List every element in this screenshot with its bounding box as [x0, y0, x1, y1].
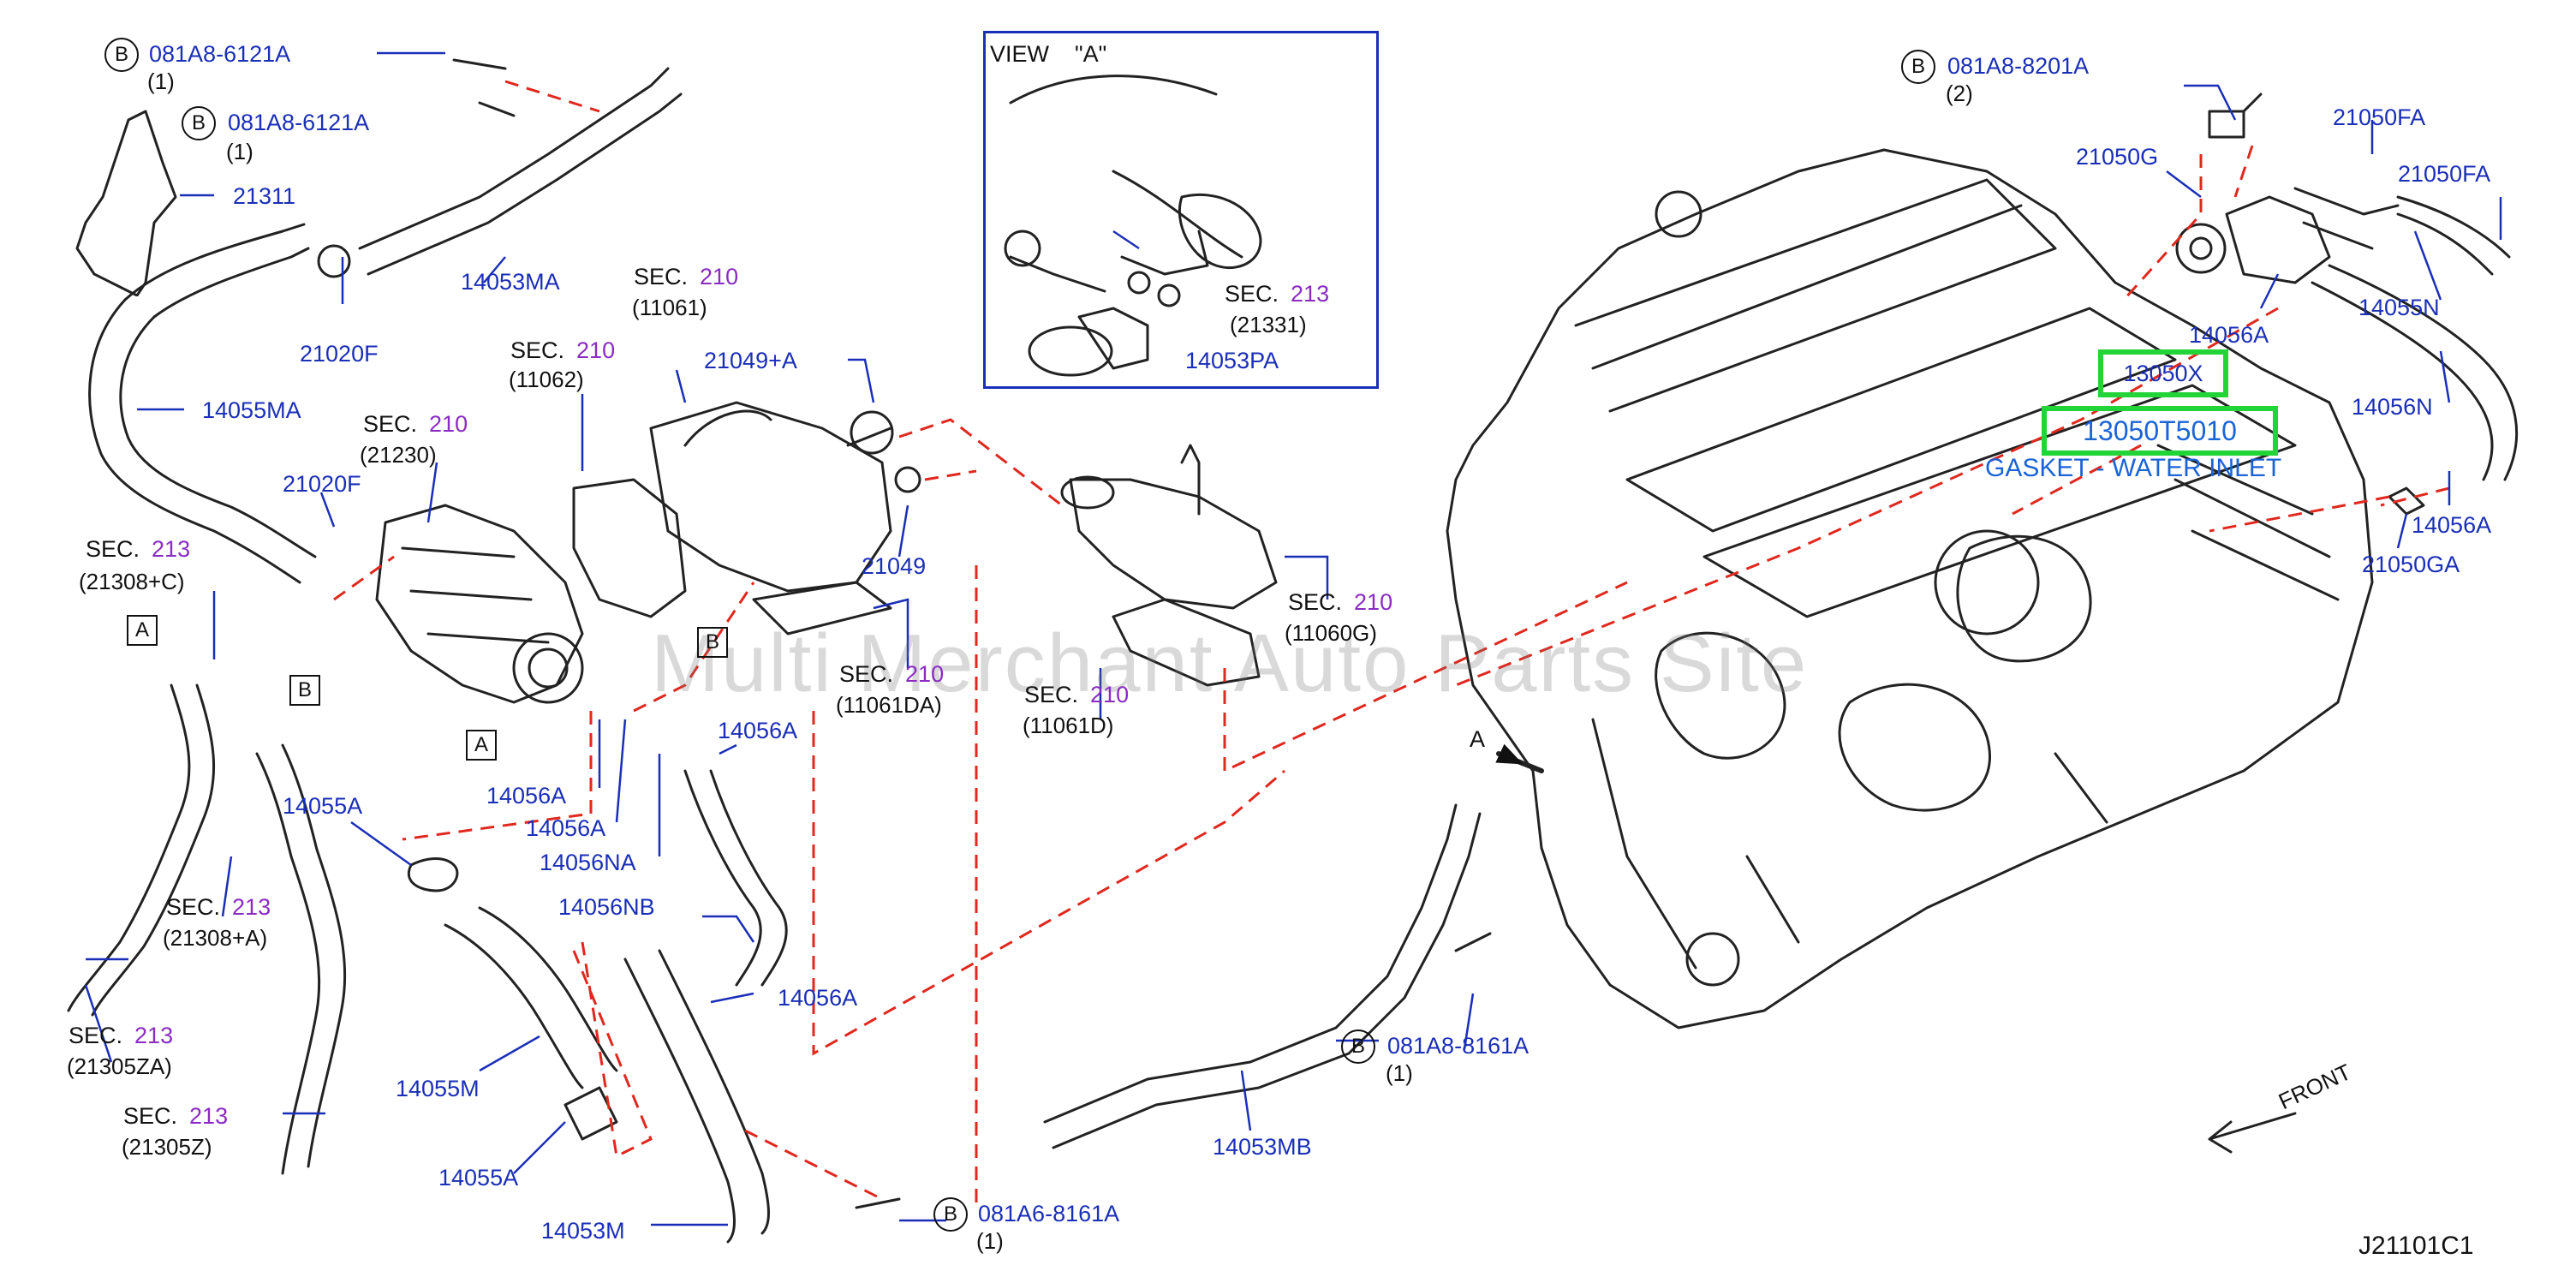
sec-11061D-ref: (11061D) — [1023, 713, 1114, 738]
part-21050FA-1: 21050FA — [2333, 104, 2426, 130]
bolt-qty-3: (2) — [1946, 81, 1973, 106]
part-14055N: 14055N — [2358, 295, 2440, 320]
bolt-081A8-8161A: 081A8-8161A — [1387, 1033, 1530, 1059]
part-14056NA: 14056NA — [540, 850, 636, 875]
part-14056A-5: 14056A — [2189, 322, 2269, 348]
sec-21308A: SEC.213 — [166, 894, 271, 920]
bolt-circle-4: B — [1341, 1029, 1375, 1064]
part-21020F-2: 21020F — [283, 471, 361, 497]
sec-21331: SEC.213 — [1225, 281, 1330, 307]
view-a-inset — [983, 31, 1379, 389]
view-title: VIEW "A" — [990, 41, 1107, 67]
bolt-081A8-6121A-1: 081A8-6121A — [149, 41, 291, 67]
part-14055A-2: 14055A — [438, 1165, 519, 1190]
view-a-marker: A — [1470, 726, 1486, 752]
part-14053PA: 14053PA — [1185, 348, 1279, 373]
part-21050FA-2: 21050FA — [2398, 161, 2491, 187]
sec-21308A-ref: (21308+A) — [163, 925, 268, 951]
part-14056N: 14056N — [2352, 394, 2433, 420]
bolt-081A6-8161A: 081A6-8161A — [978, 1201, 1120, 1226]
sec-21308C: SEC.213 — [86, 536, 191, 562]
part-14055MA: 14055MA — [202, 397, 301, 423]
part-14056A-4: 14056A — [778, 985, 858, 1011]
part-14056A-1: 14056A — [718, 718, 798, 743]
sec-11060G-ref: (11060G) — [1285, 620, 1377, 646]
sec-21331-ref: (21331) — [1230, 312, 1307, 337]
sec-11061DA-ref: (11061DA) — [836, 692, 942, 718]
part-14053M: 14053M — [541, 1218, 625, 1244]
sec-11061DA: SEC.210 — [839, 661, 945, 687]
part-21311: 21311 — [233, 183, 296, 209]
bolt-circle-1: B — [104, 38, 139, 72]
sec-21305Z: SEC.213 — [123, 1103, 229, 1129]
gasket-water-inlet-label: GASKET - WATER INLET — [1985, 454, 2282, 482]
part-14053MB: 14053MB — [1213, 1134, 1312, 1160]
part-21049: 21049 — [862, 553, 927, 579]
bolt-qty-4: (1) — [1386, 1060, 1413, 1086]
engine-block — [1446, 148, 2374, 1029]
bolt-081A8-6121A-2: 081A8-6121A — [228, 110, 370, 135]
part-21050G: 21050G — [2076, 144, 2159, 170]
part-14056A-6: 14056A — [2412, 512, 2492, 538]
part-21049A: 21049+A — [704, 348, 797, 373]
bolt-qty-2: (1) — [226, 139, 253, 164]
part-14056A-2: 14056A — [486, 783, 567, 809]
sec-11060G: SEC.210 — [1288, 589, 1393, 615]
sec-11062-ref: (11062) — [509, 367, 584, 392]
bolt-qty-5: (1) — [976, 1228, 1004, 1254]
box-letter-b-1: B — [289, 675, 320, 706]
bolt-circle-3: B — [1901, 50, 1935, 84]
box-letter-a-1: A — [127, 615, 158, 646]
part-21050GA: 21050GA — [2362, 552, 2460, 577]
part-14055A-1: 14055A — [283, 793, 363, 819]
part-21020F-1: 21020F — [300, 341, 379, 367]
sec-21230-ref: (21230) — [360, 442, 437, 468]
part-14056NB: 14056NB — [558, 894, 655, 920]
bolt-qty-1: (1) — [147, 69, 175, 94]
sec-21308C-ref: (21308+C) — [79, 569, 185, 594]
part-14053MA: 14053MA — [461, 269, 560, 295]
sec-21305ZA-ref: (21305ZA) — [67, 1053, 172, 1079]
sec-11061: SEC.210 — [634, 264, 739, 289]
box-letter-a-2: A — [466, 730, 497, 761]
bolt-circle-5: B — [933, 1197, 968, 1232]
highlight-13050X[interactable]: 13050X — [2098, 349, 2228, 397]
bolt-081A8-8201A: 081A8-8201A — [1947, 53, 2090, 79]
sec-21305ZA: SEC.213 — [69, 1023, 174, 1048]
sec-21230: SEC.210 — [363, 411, 468, 437]
highlight-13050T5010[interactable]: 13050T5010 — [2042, 406, 2278, 456]
sec-11061D: SEC.210 — [1024, 682, 1130, 707]
diagram-code: J21101C1 — [2358, 1232, 2474, 1260]
sec-21305Z-ref: (21305Z) — [122, 1134, 212, 1160]
part-14055M: 14055M — [396, 1076, 480, 1101]
part-14056A-3: 14056A — [526, 815, 606, 841]
sec-11062: SEC.210 — [510, 337, 616, 363]
watermark: Multi Merchant Auto Parts Site — [651, 618, 1809, 709]
sec-11061-ref: (11061) — [632, 295, 707, 320]
bolt-circle-2: B — [182, 106, 216, 140]
box-letter-b-2: B — [697, 627, 728, 658]
